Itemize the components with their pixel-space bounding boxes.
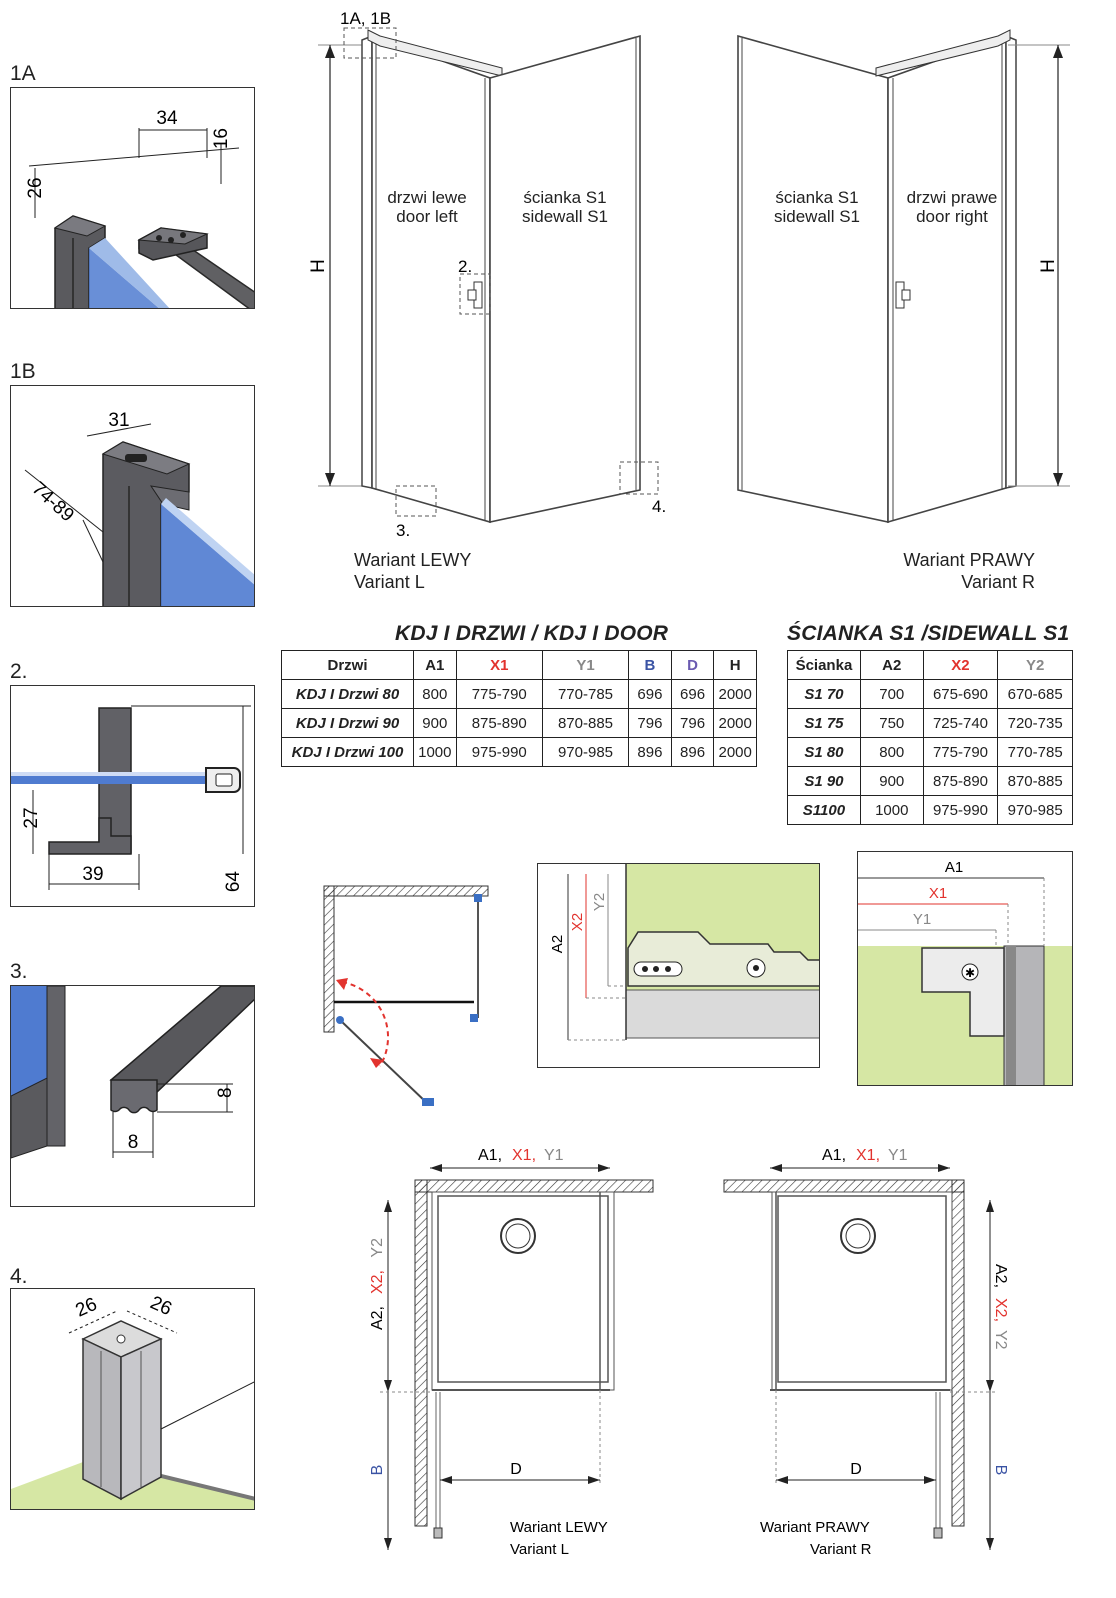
dim-a2: A2 <box>549 935 566 953</box>
plan-right-dim-x1: X1, <box>856 1147 880 1164</box>
detail-side-dims-drawing: A2 X2 Y2 <box>549 864 819 1041</box>
callout-3: 3. <box>396 521 410 540</box>
dim-26: 26 <box>25 177 46 198</box>
detail-1a-label: 1A <box>10 62 36 85</box>
dim-8-vertical: 8 <box>215 1087 236 1098</box>
plan-left-variant-pl: Wariant LEWY <box>510 1519 608 1536</box>
detail-1b-label: 1B <box>10 360 36 383</box>
plan-left-variant-en: Variant L <box>510 1541 569 1558</box>
detail-2-panel: 64 27 39 <box>10 685 255 907</box>
plan-right-dim-a2: A2, <box>992 1264 1009 1288</box>
detail-2-label: 2. <box>10 660 28 683</box>
dim-34: 34 <box>156 108 178 129</box>
plan-right-dim-y2: Y2 <box>992 1330 1009 1350</box>
dim-64: 64 <box>223 871 244 893</box>
dim-26-left: 26 <box>72 1294 100 1322</box>
dim-16: 16 <box>211 128 232 149</box>
plan-left-dim-d: D <box>510 1461 522 1478</box>
dim-y1: Y1 <box>913 911 931 928</box>
door-table-title: KDJ I DRZWI / KDJ I DOOR <box>395 622 669 645</box>
door-table-header: Drzwi A1 X1 Y1 B D H <box>281 650 757 680</box>
dim-a1: A1 <box>945 859 963 876</box>
dim-8-horizontal: 8 <box>128 1132 139 1153</box>
plan-right-dim-d: D <box>850 1461 862 1478</box>
detail-1a-drawing: 34 16 26 <box>25 108 254 308</box>
detail-4-panel: 26 26 <box>10 1288 255 1510</box>
plan-left-dim-a1: A1, <box>478 1147 502 1164</box>
plan-left-dim-y1: Y1 <box>544 1147 564 1164</box>
dim-39: 39 <box>82 864 103 885</box>
door-swing-diagram <box>323 885 489 1106</box>
plan-right-dim-x2: X2, <box>992 1298 1009 1322</box>
dim-y2: Y2 <box>591 893 608 911</box>
detail-1b-panel: 31 74-89 <box>10 385 255 607</box>
dim-x2: X2 <box>569 913 586 931</box>
elevation-drawing: H 1A, 1B 2. 3. 4. H <box>308 9 1070 540</box>
plan-left-dim-x2: X2, <box>369 1270 386 1294</box>
detail-3-panel: 8 8 <box>10 985 255 1207</box>
plan-right-dim-a1: A1, <box>822 1147 846 1164</box>
detail-top-dims-panel: ✱ A1 X1 Y1 <box>857 851 1073 1086</box>
dim-26-right: 26 <box>147 1292 175 1320</box>
wall-table-header: Ścianka A2 X2 Y2 <box>787 650 1073 680</box>
plan-right-drawing: A1, X1, Y1 D A2, X2, Y2 B Wariant PRAWY … <box>723 1147 1009 1558</box>
detail-4-label: 4. <box>10 1265 28 1288</box>
wall-table-title: ŚCIANKA S1 /SIDEWALL S1 <box>787 622 1070 645</box>
plan-left-drawing: A1, X1, Y1 D A2, X2, Y2 B Wariant LEWY V… <box>369 1147 654 1558</box>
elevation-left: H 1A, 1B 2. 3. 4. <box>308 9 666 540</box>
detail-top-dims-drawing: ✱ A1 X1 Y1 <box>858 859 1072 1085</box>
dim-x1: X1 <box>929 885 947 902</box>
plan-left-dim-a2: A2, <box>369 1306 386 1330</box>
detail-3-drawing: 8 8 <box>11 986 254 1159</box>
elevation-right: H <box>737 29 1070 524</box>
detail-4-drawing: 26 26 <box>11 1292 254 1509</box>
plan-left-dim-y2: Y2 <box>369 1238 386 1258</box>
plan-right-dim-b: B <box>992 1465 1009 1476</box>
plan-right-variant-pl: Wariant PRAWY <box>760 1519 870 1536</box>
dim-74-89: 74-89 <box>28 478 78 526</box>
height-label-right: H <box>1038 259 1059 273</box>
height-label-left: H <box>308 259 329 273</box>
callout-2: 2. <box>458 257 472 276</box>
dim-27: 27 <box>21 807 42 828</box>
detail-side-dims-panel: A2 X2 Y2 <box>537 863 820 1068</box>
detail-1a-panel: 34 16 26 <box>10 87 255 309</box>
dim-31: 31 <box>108 410 129 431</box>
callout-1a-1b: 1A, 1B <box>340 9 391 28</box>
plan-left-dim-x1: X1, <box>512 1147 536 1164</box>
plan-left-dim-b: B <box>369 1465 386 1476</box>
detail-2-drawing: 64 27 39 <box>11 705 251 893</box>
callout-4: 4. <box>652 497 666 516</box>
detail-3-label: 3. <box>10 960 28 983</box>
screw-icon: ✱ <box>965 966 975 980</box>
detail-1b-drawing: 31 74-89 <box>24 410 254 606</box>
plan-right-variant-en: Variant R <box>810 1541 872 1558</box>
plan-right-dim-y1: Y1 <box>888 1147 908 1164</box>
